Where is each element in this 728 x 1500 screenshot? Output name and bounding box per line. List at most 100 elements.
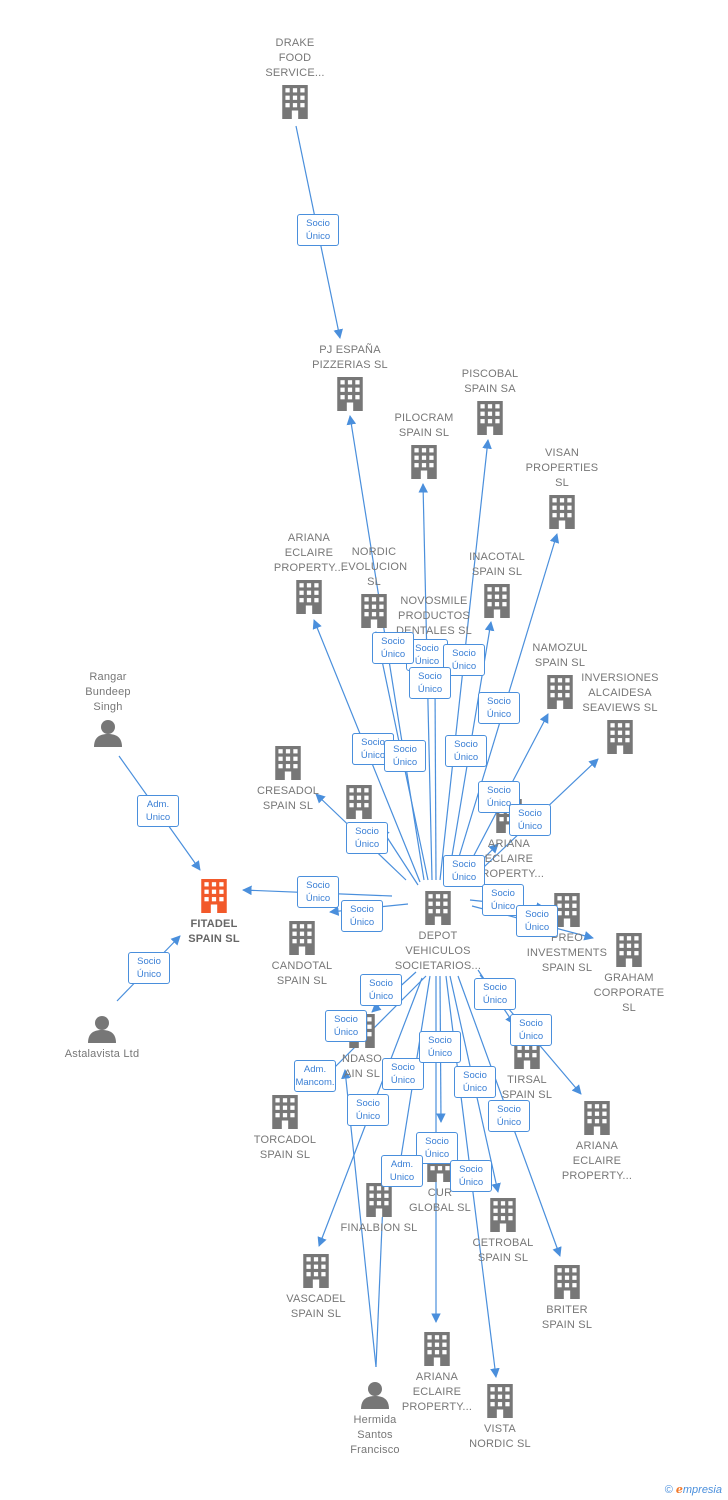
- building-icon: [201, 879, 227, 913]
- node-label-line: NDASO: [341, 1053, 383, 1065]
- relation-label-text: Socio: [452, 648, 476, 659]
- person-icon: [88, 1016, 116, 1043]
- relation-label-hermida-ndaso[interactable]: Adm.Mancom.: [294, 1060, 336, 1092]
- node-label-line: ALCAIDESA: [588, 687, 652, 699]
- relation-label-text: Único: [392, 757, 418, 768]
- node-label-line: Bundeep: [85, 686, 131, 698]
- node-label-line: DEPOT: [418, 930, 458, 942]
- node-label-line: SPAIN SL: [541, 962, 593, 974]
- empresia-brand[interactable]: © empresia: [664, 1483, 722, 1496]
- relation-label-rangar-fitadel[interactable]: Adm.Unico: [137, 795, 179, 827]
- node-label-line: DENTALES SL: [396, 625, 472, 637]
- relation-label-text: Único: [427, 1048, 453, 1059]
- relation-label-hermida-finalbion[interactable]: Adm.Unico: [381, 1155, 423, 1187]
- node-label-line: Hermida: [353, 1414, 397, 1426]
- node-label-line: SPAIN SL: [276, 975, 328, 987]
- node-label-line: NORDIC: [351, 546, 397, 558]
- node-label-line: FITADEL: [190, 918, 238, 930]
- node-label-line: SPAIN SL: [471, 566, 523, 578]
- building-icon: [346, 785, 372, 819]
- relation-label-text: Socio: [369, 978, 393, 989]
- relation-label-text: Socio: [518, 808, 542, 819]
- relation-label-text: Socio: [487, 696, 511, 707]
- node-astalavista[interactable]: Astalavista Ltd: [42, 1015, 162, 1062]
- node-label-line: ARIANA: [415, 1371, 459, 1383]
- node-label-line: GRAHAM: [604, 972, 654, 984]
- relation-label-text: Socio: [415, 643, 439, 654]
- node-finalbion[interactable]: FINALBION SL: [319, 1183, 439, 1236]
- relation-label-text: Socio: [306, 880, 330, 891]
- node-label-line: TIRSAL: [507, 1074, 547, 1086]
- node-label-line: NORDIC SL: [469, 1438, 531, 1450]
- relation-label-text: Único: [496, 1117, 522, 1128]
- building-icon: [490, 1198, 516, 1232]
- relation-label-text: Único: [462, 1083, 488, 1094]
- relation-label-text: Adm.: [390, 1159, 414, 1170]
- node-label-line: BRITER: [546, 1304, 588, 1316]
- node-label-line: PROPERTY...: [401, 1401, 473, 1413]
- relation-label-text: Socio: [497, 1104, 521, 1115]
- node-label-line: Astalavista Ltd: [64, 1048, 140, 1060]
- node-label-line: PJ ESPAÑA: [319, 344, 381, 356]
- relation-label-text: Socio: [525, 909, 549, 920]
